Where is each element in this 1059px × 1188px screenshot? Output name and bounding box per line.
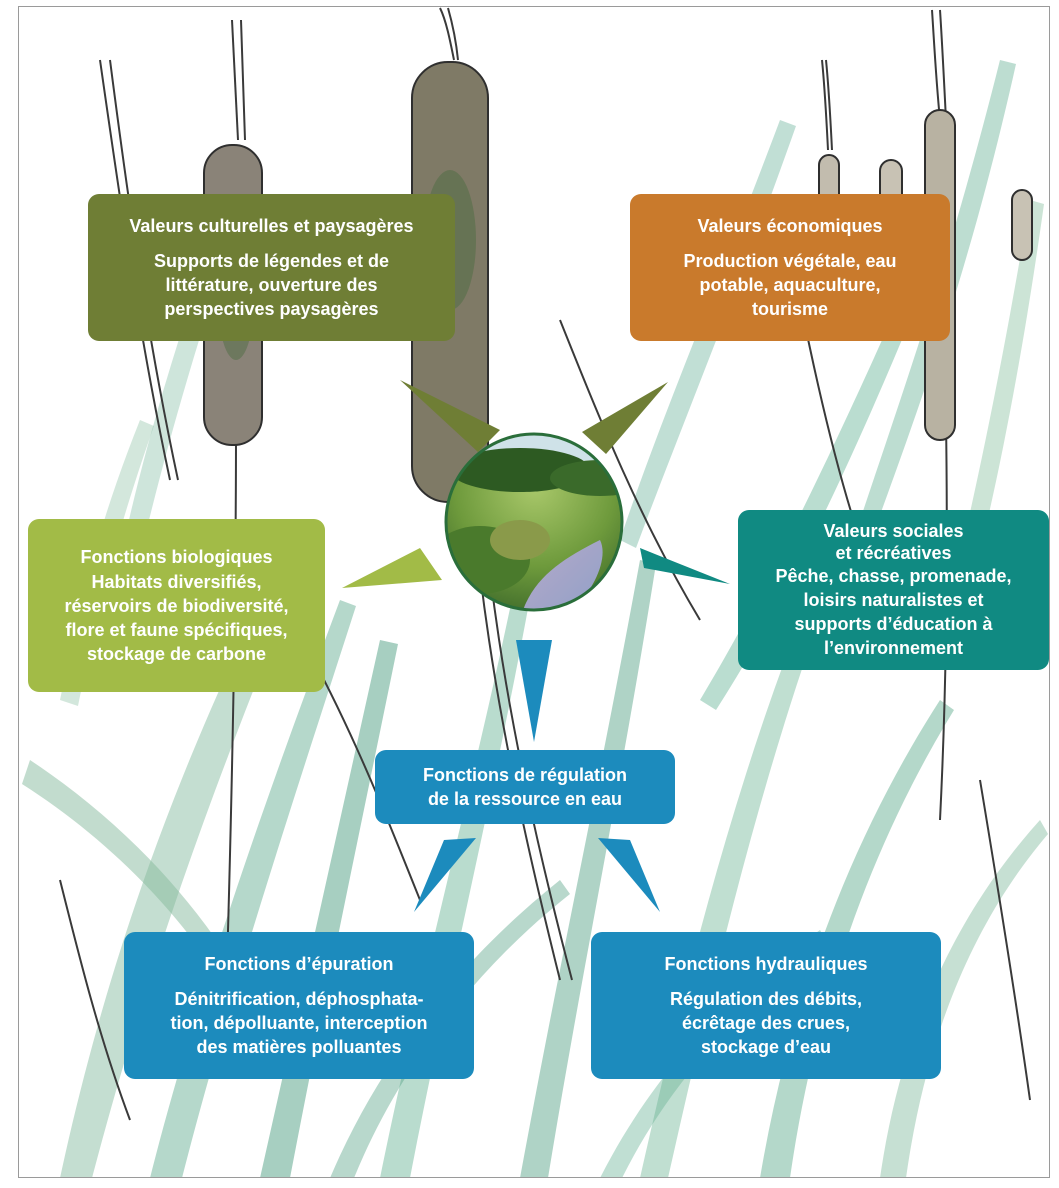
biological-functions-box: Fonctions biologiques Habitats diversifi… (28, 519, 325, 692)
economic-values-title: Valeurs économiques (697, 215, 883, 236)
cattail-stems (59, 7, 1031, 1121)
cultural-values-line: littérature, ouverture des (165, 274, 378, 295)
economic-values-body: Production végétale, eau potable, aquacu… (644, 249, 936, 321)
social-values-line: loisirs naturalistes et (803, 590, 984, 610)
hydraulic-functions-line: stockage d’eau (700, 1036, 832, 1057)
purification-functions-line: Dénitrification, déphosphata- (174, 988, 424, 1009)
hydraulic-functions-line: écrêtage des crues, (681, 1012, 851, 1033)
purification-functions-title: Fonctions d’épuration (204, 953, 394, 974)
social-values-title-line: et récréatives (835, 543, 952, 563)
biological-functions-line: Habitats diversifiés, (91, 571, 262, 592)
wetland-photo (444, 432, 624, 612)
cultural-values-line: Supports de légendes et de (153, 250, 390, 271)
biological-functions-line: flore et faune spécifiques, (65, 619, 288, 640)
cultural-values-line: perspectives paysagères (164, 298, 379, 319)
social-values-line: l’environnement (823, 638, 964, 658)
purification-functions-line: des matières polluantes (196, 1036, 402, 1057)
social-values-title-line: Valeurs sociales (823, 521, 964, 541)
social-values-line: Pêche, chasse, promenade, (775, 566, 1012, 586)
cultural-values-box: Valeurs culturelles et paysagères Suppor… (88, 194, 455, 341)
hydraulic-functions-box: Fonctions hydrauliques Régulation des dé… (591, 932, 941, 1079)
social-values-box: Valeurs sociales et récréatives Pêche, c… (738, 510, 1049, 670)
social-values-title: Valeurs sociales et récréatives (746, 520, 1041, 564)
biological-functions-title: Fonctions biologiques (80, 546, 273, 567)
biological-functions-line: stockage de carbone (86, 643, 267, 664)
water-regulation-title-line: Fonctions de régulation (422, 765, 627, 785)
purification-functions-body: Dénitrification, déphosphata- tion, dépo… (136, 987, 462, 1059)
cultural-values-body: Supports de légendes et de littérature, … (102, 249, 441, 321)
hydraulic-functions-line: Régulation des débits, (669, 988, 863, 1009)
social-values-line: supports d’éducation à (794, 614, 993, 634)
economic-values-box: Valeurs économiques Production végétale,… (630, 194, 950, 341)
cultural-values-title: Valeurs culturelles et paysagères (129, 215, 414, 236)
economic-values-line: tourisme (751, 298, 829, 319)
water-regulation-title: Fonctions de régulation de la ressource … (383, 763, 667, 811)
economic-values-line: Production végétale, eau (683, 250, 897, 271)
hydraulic-functions-title: Fonctions hydrauliques (664, 953, 868, 974)
economic-values-line: potable, aquaculture, (699, 274, 881, 295)
biological-functions-body: Habitats diversifiés, réservoirs de biod… (38, 570, 315, 666)
biological-functions-line: réservoirs de biodiversité, (64, 595, 289, 616)
connector-arrows (342, 380, 730, 912)
water-regulation-title-line: de la ressource en eau (427, 789, 623, 809)
hydraulic-functions-body: Régulation des débits, écrêtage des crue… (603, 987, 929, 1059)
purification-functions-line: tion, dépolluante, interception (170, 1012, 428, 1033)
grass-leaves (22, 60, 1048, 1178)
water-regulation-box: Fonctions de régulation de la ressource … (375, 750, 675, 824)
social-values-body: Pêche, chasse, promenade, loisirs natura… (746, 564, 1041, 660)
purification-functions-box: Fonctions d’épuration Dénitrification, d… (124, 932, 474, 1079)
